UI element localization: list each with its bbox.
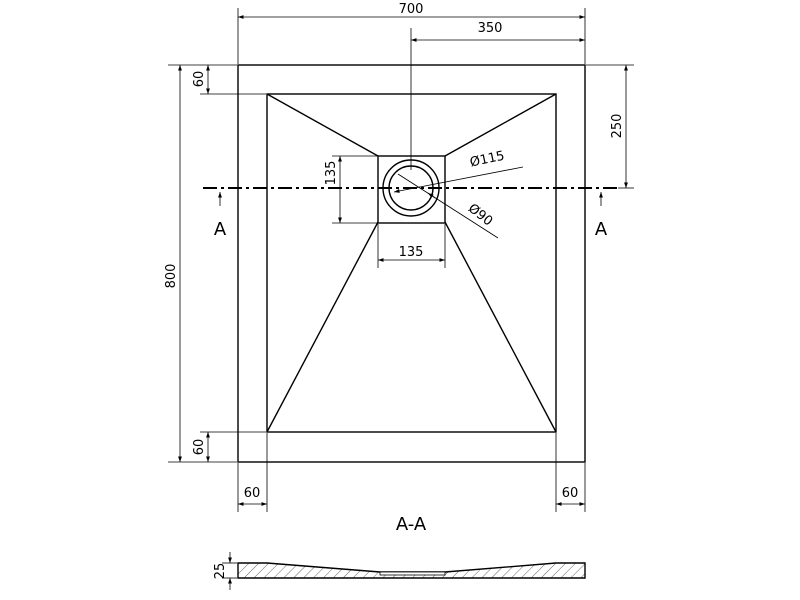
slope-line-top-right	[444, 93, 557, 157]
dim-border-left: 60	[237, 433, 268, 512]
tray-outer-edge	[237, 64, 586, 463]
section-view	[237, 562, 586, 579]
leader-arrow	[427, 192, 436, 199]
section-title: A-A	[396, 514, 427, 535]
leader-line	[393, 166, 524, 193]
tray-plan-view	[237, 64, 586, 463]
dim-thickness: 25	[213, 552, 237, 590]
section-marker-right: A	[595, 219, 608, 240]
dim-label-drain-height: 135	[324, 161, 339, 186]
dim-label-border-right: 60	[562, 486, 579, 501]
dim-border-top: 60	[192, 65, 266, 95]
tray-inner-edge	[266, 93, 557, 433]
dim-drain-width: 135	[377, 224, 446, 268]
dim-border-right: 60	[555, 433, 586, 512]
dim-label-border-top: 60	[192, 71, 207, 88]
dim-label-border-left: 60	[244, 486, 261, 501]
dim-drain-height: 135	[324, 155, 377, 224]
section-profile	[237, 562, 586, 579]
dim-label-half-width: 350	[478, 21, 503, 36]
slope-line-top-left	[266, 93, 379, 157]
dim-drain-offset: 250	[586, 64, 634, 189]
dim-label-outer-diameter: Ø115	[469, 149, 506, 171]
dim-half-width: 350	[410, 21, 585, 170]
dim-height: 800	[164, 64, 237, 463]
dim-label-border-bottom: 60	[192, 439, 207, 456]
section-top-mask	[238, 563, 585, 572]
dim-border-bottom: 60	[192, 431, 266, 462]
section-drain	[379, 571, 446, 576]
dim-width: 700	[237, 2, 586, 64]
dim-label-inner-diameter: Ø90	[465, 201, 495, 229]
section-line: A A	[203, 187, 617, 240]
dim-label-drain-width: 135	[399, 245, 424, 260]
slope-line-bottom-right	[444, 221, 557, 433]
drain-square	[377, 155, 446, 224]
dim-label-drain-offset: 250	[610, 114, 625, 139]
dim-label-thickness: 25	[213, 563, 228, 580]
dim-label-height: 800	[164, 264, 179, 289]
leader-line	[397, 173, 499, 239]
slope-line-bottom-left	[266, 221, 379, 433]
section-marker-left: A	[214, 219, 227, 240]
dim-label-width: 700	[399, 2, 424, 17]
leader-outer-diameter: Ø115	[393, 149, 524, 193]
